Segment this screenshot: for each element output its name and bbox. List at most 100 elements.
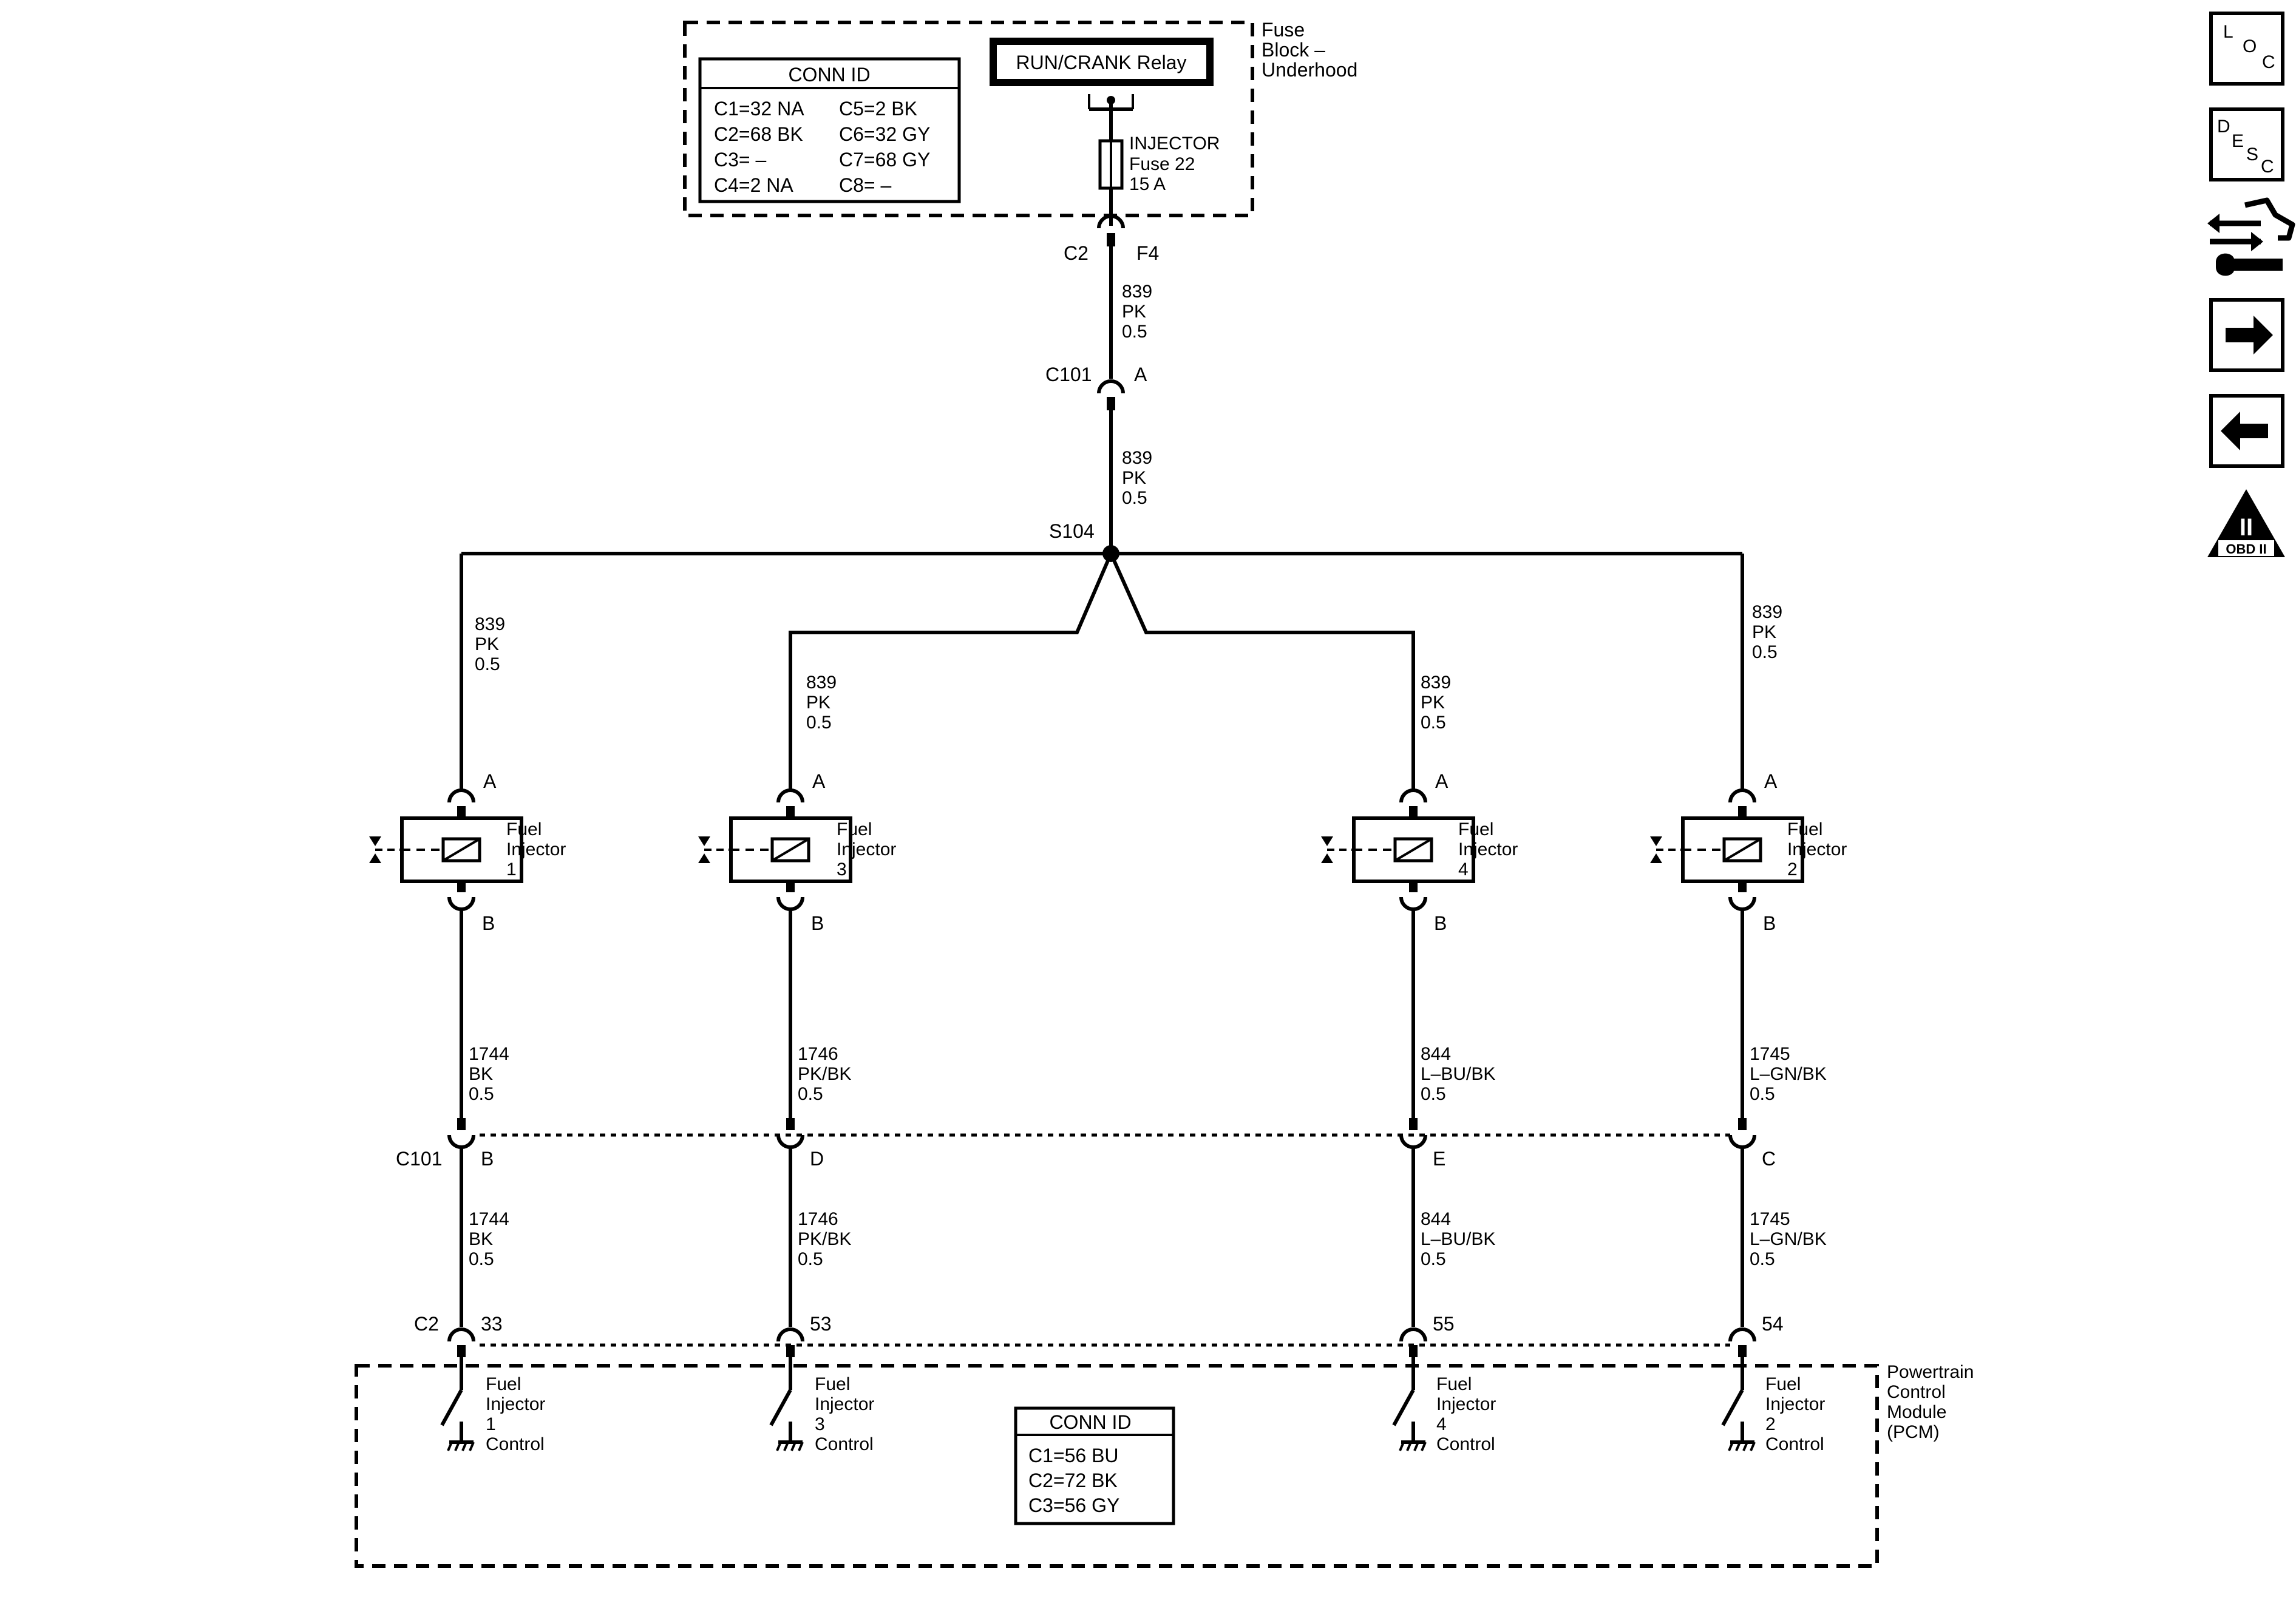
connector-c101-pin-icon (776, 1118, 804, 1149)
next-arrow-button[interactable] (2209, 298, 2284, 372)
pcm-conn-id-table: CONN ID C1=56 BU C2=72 BK C3=56 GY (1014, 1406, 1175, 1525)
injector-control-label: 1 (486, 1414, 496, 1434)
injector-fuse-icon (1098, 139, 1124, 190)
injector-wire-label: L–BU/BK (1421, 1064, 1495, 1084)
injector-2-column: 839 PK 0.5 A B Fuel Injector 2 1745 L–GN… (1650, 554, 1847, 1454)
injector-control-label: Control (486, 1434, 545, 1454)
injector-control-label: Control (1436, 1434, 1495, 1454)
conn-id-cell: C2=68 BK (714, 123, 803, 145)
fuse-block-title-1: Fuse (1262, 19, 1305, 41)
desc-button[interactable]: D E S C (2209, 107, 2284, 181)
conn-id-cell: C3= – (714, 149, 766, 171)
injector-control-label: Control (1765, 1434, 1824, 1454)
injector-4-icon (1321, 788, 1475, 911)
pcm-outline (355, 1364, 1879, 1568)
injector-pin-bottom-label: B (482, 912, 495, 934)
feed-wire-label: PK (1122, 302, 1146, 322)
injector-name: 4 (1458, 859, 1469, 880)
injector-name: 2 (1787, 859, 1798, 880)
injector-feed-wire-label: 839 (1421, 673, 1451, 693)
injector-pin-top-label: A (483, 770, 497, 792)
feed-wire-label: 0.5 (1122, 322, 1147, 342)
injector-wire-label: BK (469, 1064, 493, 1084)
injector-name: Injector (1787, 839, 1847, 859)
pcm-driver-switch-icon (769, 1357, 804, 1451)
pcm-driver-switch-icon (1392, 1357, 1427, 1451)
powertrain-control-module: Powertrain Control Module (PCM) CONN ID … (355, 1362, 1974, 1568)
conn-id-cell: C1=32 NA (714, 98, 804, 120)
previous-arrow-button[interactable] (2209, 394, 2284, 468)
injector-control-label: Injector (486, 1394, 545, 1414)
pin-f4-label: F4 (1136, 242, 1159, 264)
injector-2-icon (1650, 788, 1804, 911)
injector-name: Fuel (1787, 819, 1822, 839)
injector-1-column: 839 PK 0.5 A B Fuel Injector 1 1744 BK 0… (369, 554, 566, 1454)
injector-name: 3 (837, 859, 847, 880)
injector-name: Injector (837, 839, 896, 859)
injector-pin-top-label: A (1435, 770, 1449, 792)
injector-wire-label: 844 (1421, 1044, 1451, 1064)
injector-3-column: 839 PK 0.5 A B Fuel Injector 3 1746 PK/B… (698, 673, 896, 1454)
connector-c101-pin-icon (1399, 1118, 1427, 1149)
injector-1-icon (369, 788, 523, 911)
injector-wire-label: 1745 (1750, 1209, 1790, 1229)
injector-wire-label: 1744 (469, 1044, 509, 1064)
injector-wire-label: PK/BK (798, 1229, 851, 1249)
injector-pin-top-label: A (1764, 770, 1778, 792)
diagnostic-repair-icon[interactable] (2207, 197, 2295, 276)
injector-pin-bottom-label: B (1434, 912, 1447, 934)
c101-pin-label: B (481, 1148, 494, 1170)
injector-control-label: 3 (815, 1414, 825, 1434)
obd-ii-button[interactable]: II OBD II (2207, 489, 2285, 557)
desc-letter: S (2246, 144, 2258, 164)
c101-pin-label: E (1433, 1148, 1445, 1170)
connector-c101-pin-icon (447, 1118, 475, 1149)
injector-control-label: Fuel (486, 1374, 521, 1394)
fuse-label-1: INJECTOR (1129, 134, 1220, 154)
conn-id-header: CONN ID (1049, 1411, 1131, 1433)
connector-c2-f4-icon (1097, 214, 1125, 246)
pin-a-label: A (1134, 364, 1147, 385)
desc-letter: C (2261, 157, 2274, 177)
injector-feed-wire-label: 0.5 (475, 654, 500, 674)
conn-id-cell: C6=32 GY (839, 123, 930, 145)
injector-wire-label: 0.5 (1421, 1084, 1446, 1104)
injector-control-label: Injector (1765, 1394, 1825, 1414)
injector-name: Injector (1458, 839, 1518, 859)
injector-control-label: Injector (1436, 1394, 1496, 1414)
pcm-title-3: Module (1887, 1402, 1946, 1422)
loc-letter: C (2262, 52, 2275, 72)
injector-feed-wire-label: PK (475, 634, 499, 654)
c101-pin-label: D (810, 1148, 824, 1170)
injector-name: Fuel (837, 819, 872, 839)
left-arrow-icon (2221, 412, 2268, 450)
feed-wire-label: 839 (1122, 448, 1152, 468)
pcm-title-4: (PCM) (1887, 1422, 1940, 1442)
injector-feed-wire-label: 839 (1752, 602, 1782, 622)
conn-id-cell: C7=68 GY (839, 149, 930, 171)
injector-feed-wire-label: 839 (806, 673, 837, 693)
injector-name: Fuel (1458, 819, 1493, 839)
injector-name: Injector (506, 839, 566, 859)
feed-wire-label: 839 (1122, 282, 1152, 302)
connector-c101-a-icon (1097, 379, 1125, 410)
connector-c2-pin-icon (776, 1327, 804, 1357)
conn-id-cell: C4=2 NA (714, 174, 793, 196)
pcm-pin-label: 53 (810, 1313, 832, 1335)
connector-c2-pin-icon (447, 1327, 475, 1357)
injector-feed-wire-label: PK (806, 693, 830, 713)
loc-button[interactable]: L O C (2209, 12, 2284, 86)
conn-id-header: CONN ID (788, 64, 870, 86)
pcm-driver-switch-icon (1721, 1357, 1756, 1451)
injector-wire-label: L–GN/BK (1750, 1229, 1827, 1249)
conn-id-cell: C3=56 GY (1028, 1494, 1119, 1516)
injector-wire-label: 0.5 (469, 1249, 494, 1269)
injector-wire-label: 0.5 (1750, 1084, 1775, 1104)
injector-wire-label: L–GN/BK (1750, 1064, 1827, 1084)
injector-name: Fuel (506, 819, 542, 839)
feed-circuit: C2 F4 839 PK 0.5 C101 A 839 PK 0.5 S104 (461, 214, 1742, 790)
c101-pin-label: C (1762, 1148, 1776, 1170)
injector-wire-label: 0.5 (798, 1249, 823, 1269)
injector-feed-wire-label: 0.5 (1421, 713, 1446, 733)
